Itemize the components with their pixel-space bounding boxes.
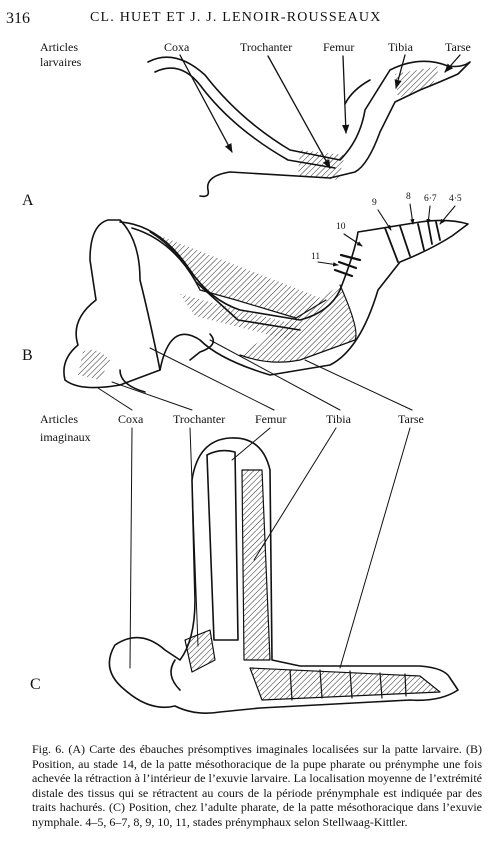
panel-b-retracted-leg (64, 220, 468, 392)
leg-illustration (0, 0, 497, 740)
panel-c-adult-leg (109, 438, 458, 713)
panel-a-larval-leg (148, 57, 470, 196)
figure-caption: Fig. 6. (A) Carte des ébauches présompti… (32, 742, 482, 829)
